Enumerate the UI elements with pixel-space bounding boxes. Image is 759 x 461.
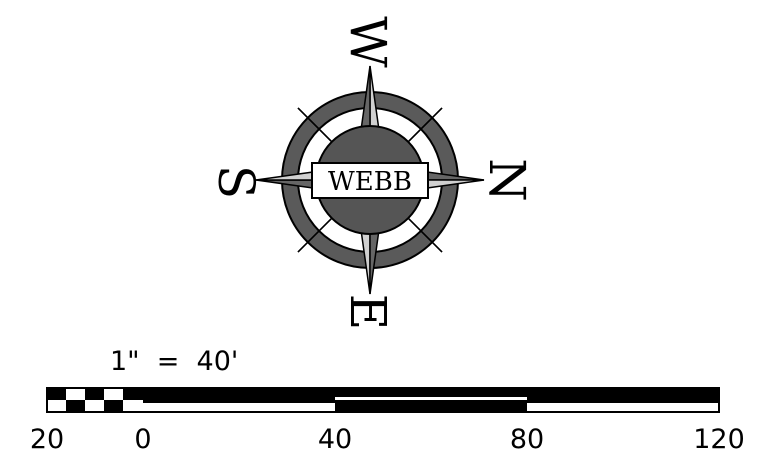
scale-subdivisions [47,388,143,412]
compass-letter-east: E [339,294,397,331]
scale-label-80: 80 [510,424,544,455]
compass-letter-west: W [339,16,397,68]
scale-bar: 1" = 40' [30,346,745,455]
scale-frame [46,387,720,413]
compass-letter-north: N [478,158,536,202]
scale-label-0: 0 [134,424,151,455]
scale-label-minus20: 20 [30,424,64,455]
scale-label-40: 40 [318,424,352,455]
compass-rose: WEBB W N S E [207,16,536,330]
compass-brand-label: WEBB [328,167,412,197]
compass-label-band [311,162,429,199]
scale-segments [143,388,719,412]
scale-label-120: 120 [693,424,745,455]
compass-letter-south: S [207,165,265,199]
scale-ratio-text: 1" = 40' [110,346,238,377]
